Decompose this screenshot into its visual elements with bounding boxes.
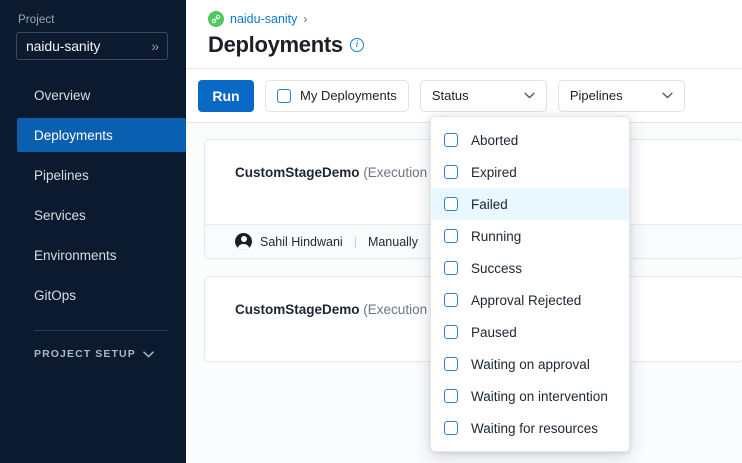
status-option-expired[interactable]: Expired [431, 156, 629, 188]
deployment-card-body: CustomStageDemo (Execution Id [205, 277, 742, 361]
project-selector[interactable]: naidu-sanity » [16, 32, 168, 60]
breadcrumb: naidu-sanity › [208, 9, 742, 29]
chevron-down-icon [524, 90, 535, 102]
sidebar-item-gitops[interactable]: GitOps [17, 278, 186, 312]
sidebar-item-label: Services [34, 207, 86, 223]
info-icon[interactable]: i [349, 38, 364, 52]
breadcrumb-separator: › [303, 12, 308, 26]
deployment-execution-id: (Execution Id [363, 165, 443, 180]
breadcrumb-link-project[interactable]: naidu-sanity [230, 12, 298, 26]
project-link-icon [208, 11, 224, 27]
deployment-title: CustomStageDemo (Execution Id [235, 165, 742, 180]
page-header: naidu-sanity › Deployments i [186, 0, 742, 69]
deployment-title: CustomStageDemo (Execution Id [235, 302, 742, 317]
sidebar-item-label: GitOps [34, 287, 77, 303]
sidebar-nav: Overview Deployments Pipelines Services … [0, 78, 186, 312]
sidebar-item-services[interactable]: Services [17, 198, 186, 232]
sidebar-item-label: Environments [34, 247, 117, 263]
status-option-label: Approval Rejected [471, 292, 582, 308]
run-button[interactable]: Run [198, 79, 254, 112]
deployment-trigger: Manually [367, 234, 418, 249]
pipelines-filter-dropdown[interactable]: Pipelines [557, 79, 685, 112]
status-option-label: Success [471, 260, 523, 276]
user-avatar [235, 233, 252, 250]
sidebar-item-pipelines[interactable]: Pipelines [17, 158, 186, 192]
sidebar-section-project-setup[interactable]: PROJECT SETUP [34, 347, 174, 361]
status-option-label: Paused [471, 324, 517, 340]
my-deployments-filter[interactable]: My Deployments [265, 79, 409, 112]
status-option-waiting-for-resources[interactable]: Waiting for resources [431, 412, 629, 444]
deployment-name: CustomStageDemo [235, 302, 360, 317]
status-option-success[interactable]: Success [431, 252, 629, 284]
chevron-down-icon [662, 90, 673, 102]
my-deployments-label: My Deployments [300, 88, 397, 103]
status-option-approval-rejected[interactable]: Approval Rejected [431, 284, 629, 316]
checkbox-icon[interactable] [277, 88, 291, 103]
status-option-running[interactable]: Running [431, 220, 629, 252]
status-option-waiting-on-intervention[interactable]: Waiting on intervention [431, 380, 629, 412]
status-option-waiting-on-approval[interactable]: Waiting on approval [431, 348, 629, 380]
deployment-execution-id: (Execution Id [363, 302, 443, 317]
deployment-card-body: CustomStageDemo (Execution Id [205, 140, 742, 224]
status-option-label: Failed [471, 196, 508, 212]
chevron-double-right-icon: » [151, 38, 159, 54]
status-dropdown-menu[interactable]: Aborted Expired Failed Running Success A… [430, 116, 630, 452]
sidebar-item-overview[interactable]: Overview [17, 78, 186, 112]
status-option-paused[interactable]: Paused [431, 316, 629, 348]
sidebar: Project naidu-sanity » Overview Deployme… [0, 0, 186, 463]
footer-divider: | [353, 234, 357, 249]
project-selector-value: naidu-sanity [26, 38, 101, 54]
main-content: naidu-sanity › Deployments i Run My Depl… [186, 0, 742, 463]
status-option-label: Waiting for resources [471, 420, 599, 436]
status-option-failed[interactable]: Failed [431, 188, 629, 220]
toolbar: Run My Deployments Status Pipelines [186, 69, 742, 123]
status-option-aborted[interactable]: Aborted [431, 124, 629, 156]
status-filter-dropdown[interactable]: Status [419, 79, 547, 112]
deployment-author: Sahil Hindwani [260, 234, 343, 249]
sidebar-section-label: PROJECT SETUP [34, 348, 136, 360]
sidebar-item-label: Pipelines [34, 167, 89, 183]
chevron-down-icon [143, 347, 154, 361]
sidebar-item-label: Deployments [34, 127, 113, 143]
sidebar-item-environments[interactable]: Environments [17, 238, 186, 272]
checkbox-icon[interactable] [444, 325, 458, 339]
deployment-name: CustomStageDemo [235, 165, 360, 180]
checkbox-icon[interactable] [444, 389, 458, 403]
checkbox-icon[interactable] [444, 229, 458, 243]
status-option-label: Running [471, 228, 522, 244]
checkbox-icon[interactable] [444, 261, 458, 275]
checkbox-icon[interactable] [444, 421, 458, 435]
checkbox-icon[interactable] [444, 133, 458, 147]
checkbox-icon[interactable] [444, 197, 458, 211]
pipelines-filter-label: Pipelines [569, 88, 623, 103]
project-label: Project [18, 14, 55, 26]
page-title: Deployments [208, 32, 343, 57]
checkbox-icon[interactable] [444, 293, 458, 307]
checkbox-icon[interactable] [444, 165, 458, 179]
status-option-label: Aborted [471, 132, 519, 148]
status-option-label: Expired [471, 164, 517, 180]
status-filter-label: Status [431, 88, 469, 103]
status-option-label: Waiting on intervention [471, 388, 608, 404]
page-title-row: Deployments i [208, 32, 742, 58]
sidebar-item-deployments[interactable]: Deployments [17, 118, 186, 152]
status-option-label: Waiting on approval [471, 356, 590, 372]
sidebar-item-label: Overview [34, 87, 91, 103]
sidebar-divider [34, 330, 168, 331]
checkbox-icon[interactable] [444, 357, 458, 371]
